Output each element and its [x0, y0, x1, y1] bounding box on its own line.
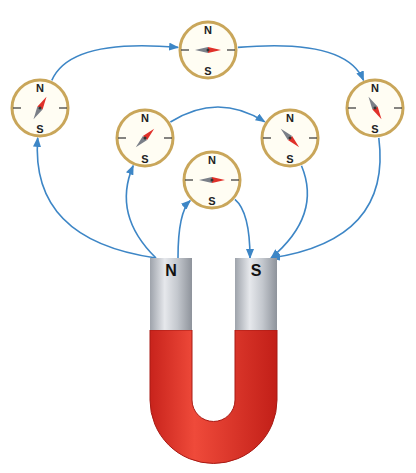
compass-tick — [309, 137, 317, 138]
compass-letter: S — [36, 123, 43, 135]
compass-rim — [180, 22, 236, 78]
compass-letter: N — [141, 112, 149, 124]
compass-tick — [185, 179, 193, 180]
needle-north — [288, 136, 301, 149]
compass-needle — [199, 177, 225, 183]
compass: NS — [260, 108, 320, 168]
compass-letter: N — [36, 82, 44, 94]
compass-tick — [263, 137, 271, 138]
needle-pivot — [38, 106, 42, 110]
compass-rim — [117, 110, 173, 166]
needle-south — [31, 107, 43, 121]
compass-letter: N — [286, 112, 294, 124]
compass-tick — [227, 49, 235, 50]
field-line — [235, 199, 250, 258]
compass-tick — [13, 107, 21, 108]
needle-south — [195, 47, 208, 53]
compass-needle — [134, 127, 157, 150]
compass-needle — [31, 95, 49, 121]
compass-tick — [59, 107, 67, 108]
compass-letter: S — [286, 153, 293, 165]
needle-pivot — [211, 179, 214, 182]
compass-letter: S — [204, 65, 211, 77]
field-line — [271, 138, 380, 258]
compass-tick — [394, 107, 402, 108]
needle-pivot — [373, 106, 377, 110]
magnet-pole: S — [235, 258, 277, 330]
field-line — [178, 201, 190, 258]
needle-north — [143, 127, 156, 140]
compass-rim — [347, 80, 403, 136]
compass-needle — [279, 127, 302, 150]
compass-tick — [164, 137, 172, 138]
compass-rim — [262, 110, 318, 166]
compass-letter: S — [371, 123, 378, 135]
needle-south — [279, 127, 292, 140]
compass: NS — [345, 78, 405, 138]
magnet-pole: N — [150, 258, 192, 330]
magnet-body — [150, 330, 277, 463]
needle-south — [366, 95, 378, 109]
compass-rim — [12, 80, 68, 136]
needle-south — [199, 177, 212, 183]
needle-north — [37, 95, 49, 109]
compass-tick — [348, 107, 356, 108]
needle-south — [134, 136, 147, 149]
compass-letter: S — [141, 153, 148, 165]
needle-pivot — [207, 49, 210, 52]
compass: NS — [178, 20, 238, 80]
compass-letter: N — [371, 82, 379, 94]
compass-tick — [118, 137, 126, 138]
needle-north — [372, 107, 384, 121]
compass-tick — [181, 49, 189, 50]
compass-letter: S — [208, 195, 215, 207]
compass: NS — [10, 78, 70, 138]
pole-label: S — [251, 262, 262, 280]
compass-needle — [195, 47, 221, 53]
compass: NS — [182, 150, 242, 210]
field-line — [271, 166, 307, 258]
field-line — [170, 107, 264, 122]
needle-north — [208, 47, 221, 53]
compass-letter: N — [204, 24, 212, 36]
compass-needle — [366, 95, 384, 121]
needle-pivot — [143, 136, 147, 140]
pole-label: N — [165, 262, 177, 280]
compass-rim — [184, 152, 240, 208]
compass: NS — [115, 108, 175, 168]
compass-letter: N — [208, 154, 216, 166]
needle-north — [212, 177, 225, 183]
field-line — [238, 46, 364, 81]
field-line — [52, 46, 178, 81]
needle-pivot — [288, 136, 292, 140]
field-line — [126, 166, 156, 258]
compass-tick — [231, 179, 239, 180]
